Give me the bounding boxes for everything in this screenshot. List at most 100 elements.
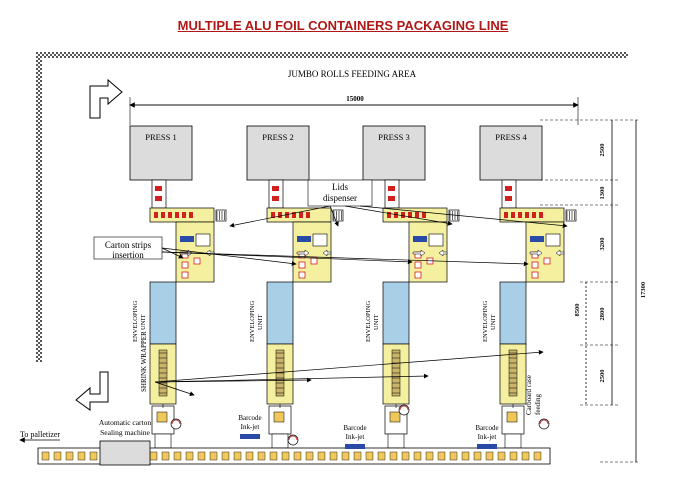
conveyor-tile (161, 451, 170, 461)
barcode-printer-icon (477, 444, 497, 449)
exit-arrow-icon (75, 371, 109, 411)
main-conveyor (37, 447, 551, 465)
conveyor-tile (185, 451, 194, 461)
enveloping-unit-3 (382, 281, 410, 345)
lids-label-line1: Lids (332, 182, 348, 192)
conveyor-tile (449, 451, 458, 461)
conveyor-tile (245, 451, 254, 461)
area-label: JUMBO ROLLS FEEDING AREA (288, 69, 417, 79)
leader-arrow-icon (154, 349, 544, 383)
wall-top (40, 52, 628, 58)
leader-arrows (154, 205, 568, 396)
vertical-dimensions (540, 119, 640, 463)
conveyor-tile (293, 451, 302, 461)
press-2 (246, 125, 310, 181)
barcode-label-3: Barcode (475, 424, 498, 432)
conveyor-tile (329, 451, 338, 461)
barcode-printer-icon (345, 444, 365, 449)
conveyor-tile (497, 451, 506, 461)
cardboard-label-line2: feeding (534, 394, 542, 415)
conveyor-tile (281, 451, 290, 461)
lids-label-box (307, 179, 373, 207)
press-4 (479, 125, 543, 181)
conveyor-tile (533, 451, 542, 461)
svg-text:UNIT: UNIT (373, 314, 380, 330)
dim-envelop: 2800 (599, 308, 606, 321)
enveloping-unit-2 (266, 281, 294, 345)
conveyor-tile (149, 451, 158, 461)
lid-dispenser-icon (332, 209, 344, 222)
leader-arrow-icon (161, 247, 184, 259)
svg-text:UNIT: UNIT (140, 314, 147, 330)
conveyor-tile (401, 451, 410, 461)
svg-text:Ink-jet: Ink-jet (241, 423, 260, 431)
dim-height: 17300 (640, 282, 647, 298)
svg-text:Ink-jet: Ink-jet (346, 433, 365, 441)
conveyor-tile (377, 451, 386, 461)
roller-icon (538, 418, 550, 430)
dim-press: 2500 (599, 144, 606, 157)
dim-upper: 3200 (599, 238, 606, 251)
roller-icon (287, 434, 299, 446)
conveyor-tile (173, 451, 182, 461)
dim-width: 15000 (346, 95, 364, 103)
conveyor-tile (485, 451, 494, 461)
roller-icon (170, 418, 182, 430)
lid-dispenser-icon (215, 209, 227, 222)
conveyor-tile (257, 451, 266, 461)
enveloping-label-4: ENVELOPING (482, 301, 489, 342)
press-1 (129, 125, 193, 181)
conveyor-tile (425, 451, 434, 461)
conveyor-tile (41, 451, 50, 461)
conveyor-tile (521, 451, 530, 461)
conveyor-tile (233, 451, 242, 461)
leader-arrow-icon (154, 373, 429, 383)
conveyor-tile (89, 451, 98, 461)
barcode-label-1: Barcode (238, 414, 261, 422)
conveyor-tile (461, 451, 470, 461)
cardboard-label-line1: Carboard case (525, 375, 533, 415)
leader-arrow-icon (229, 205, 331, 228)
conveyor-tile (209, 451, 218, 461)
roller-icon (398, 404, 410, 416)
svg-text:UNIT: UNIT (257, 314, 264, 330)
svg-text:UNIT: UNIT (490, 314, 497, 330)
sealing-machine (99, 440, 151, 466)
conveyor-tile (65, 451, 74, 461)
press-label-3: PRESS 3 (378, 132, 409, 142)
enveloping-unit-1 (149, 281, 177, 345)
sealing-label-line2: Sealing machine (100, 428, 150, 437)
conveyor-tile (77, 451, 86, 461)
conveyor-tile (341, 451, 350, 461)
dim-feed: 1300 (599, 187, 606, 200)
conveyor-tile (509, 451, 518, 461)
press-label-4: PRESS 4 (495, 132, 527, 142)
lid-dispenser-icon (565, 209, 577, 222)
conveyor-tile (197, 451, 206, 461)
barcode-label-2: Barcode (343, 424, 366, 432)
conveyor-tile (221, 451, 230, 461)
barcode-printer-icon (240, 434, 260, 439)
conveyor-tile (389, 451, 398, 461)
conveyor-tile (305, 451, 314, 461)
enveloping-unit-4 (499, 281, 527, 345)
leader-arrow-icon (329, 205, 339, 227)
dim-combined: 8500 (574, 304, 581, 317)
press-3 (362, 125, 426, 181)
leader-arrow-icon (359, 205, 568, 229)
conveyor-tile (473, 451, 482, 461)
page-title: MULTIPLE ALU FOIL CONTAINERS PACKAGING L… (177, 18, 509, 33)
conveyor-tile (269, 451, 278, 461)
enveloping-label-3: ENVELOPING (365, 301, 372, 342)
wall-left (36, 52, 42, 362)
entry-arrow-icon (89, 78, 123, 119)
svg-text:Ink-jet: Ink-jet (478, 433, 497, 441)
carton-label-line1: Carton strips (105, 240, 152, 250)
